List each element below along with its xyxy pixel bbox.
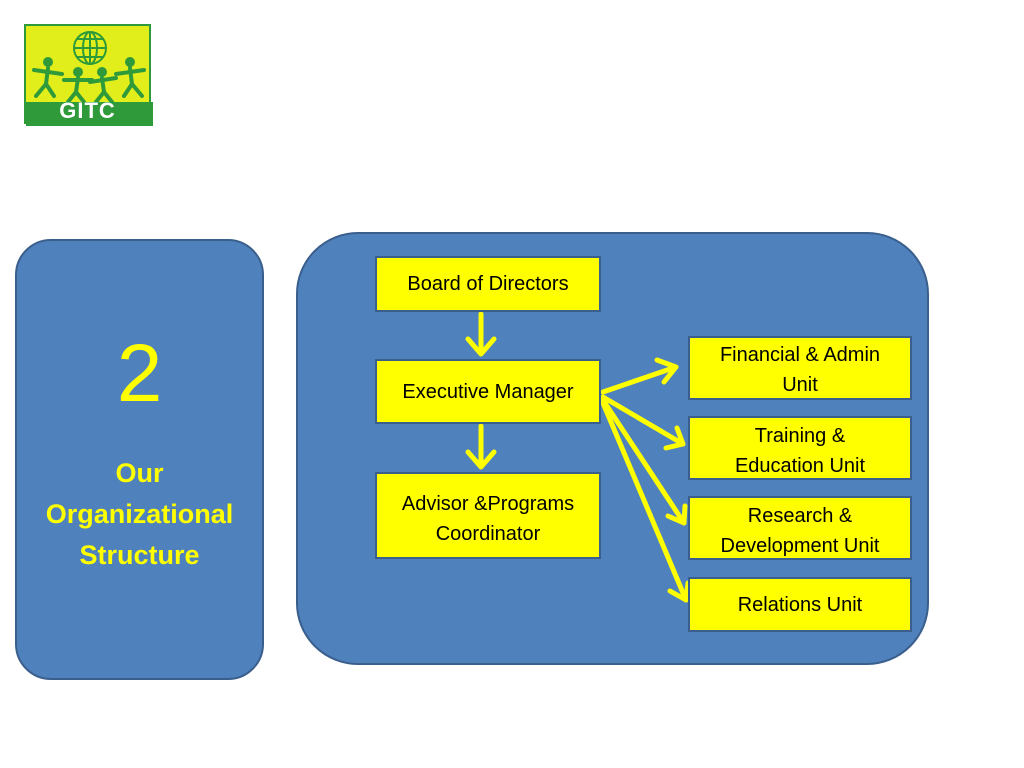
section-title-line: Our: [115, 458, 164, 488]
arrow-head: [465, 449, 497, 470]
unit-label-line: Unit: [782, 374, 818, 396]
advisor-label-line: Advisor &Programs: [401, 493, 575, 515]
section-panel: 2 Our Organizational Structure: [15, 239, 264, 680]
unit-label-line: Research &: [747, 505, 853, 527]
unit-label-line: Relations Unit: [737, 593, 863, 616]
arrow-head: [465, 336, 497, 357]
logo-text: GITC: [59, 98, 116, 123]
section-number: 2: [116, 328, 163, 419]
globe-people-icon: [26, 31, 153, 126]
arrow-to-relations: [600, 400, 689, 603]
advisor-coordinator-box: Advisor &Programs Coordinator: [375, 472, 601, 559]
unit-label-line: Financial & Admin: [719, 344, 881, 366]
section-title: Our Organizational Structure: [17, 453, 262, 576]
executive-manager-box: Executive Manager: [375, 359, 601, 424]
arrow-to-research: [600, 397, 687, 526]
unit-box-research: Research & Development Unit: [688, 496, 912, 560]
board-of-directors-box: Board of Directors: [375, 256, 601, 312]
section-title-line: Organizational: [45, 499, 234, 529]
section-title-line: Structure: [79, 540, 200, 570]
unit-box-relations: Relations Unit: [688, 577, 912, 632]
arrow-head: [663, 425, 686, 451]
arrow-head: [667, 580, 691, 603]
executive-manager-label: Executive Manager: [402, 380, 574, 403]
advisor-label-line: Coordinator: [435, 523, 541, 545]
unit-box-training: Training & Education Unit: [688, 416, 912, 480]
board-of-directors-label: Board of Directors: [407, 273, 569, 295]
unit-label-line: Training &: [754, 425, 846, 447]
unit-label-line: Development Unit: [720, 535, 880, 557]
arrow-to-training: [600, 394, 686, 447]
arrow-head: [665, 503, 688, 526]
arrow-head: [654, 357, 679, 385]
unit-box-financial: Financial & Admin Unit: [688, 336, 912, 400]
unit-label-line: Education Unit: [734, 455, 866, 477]
gitc-logo: GITC: [24, 24, 153, 126]
arrow-to-financial: [600, 364, 679, 395]
